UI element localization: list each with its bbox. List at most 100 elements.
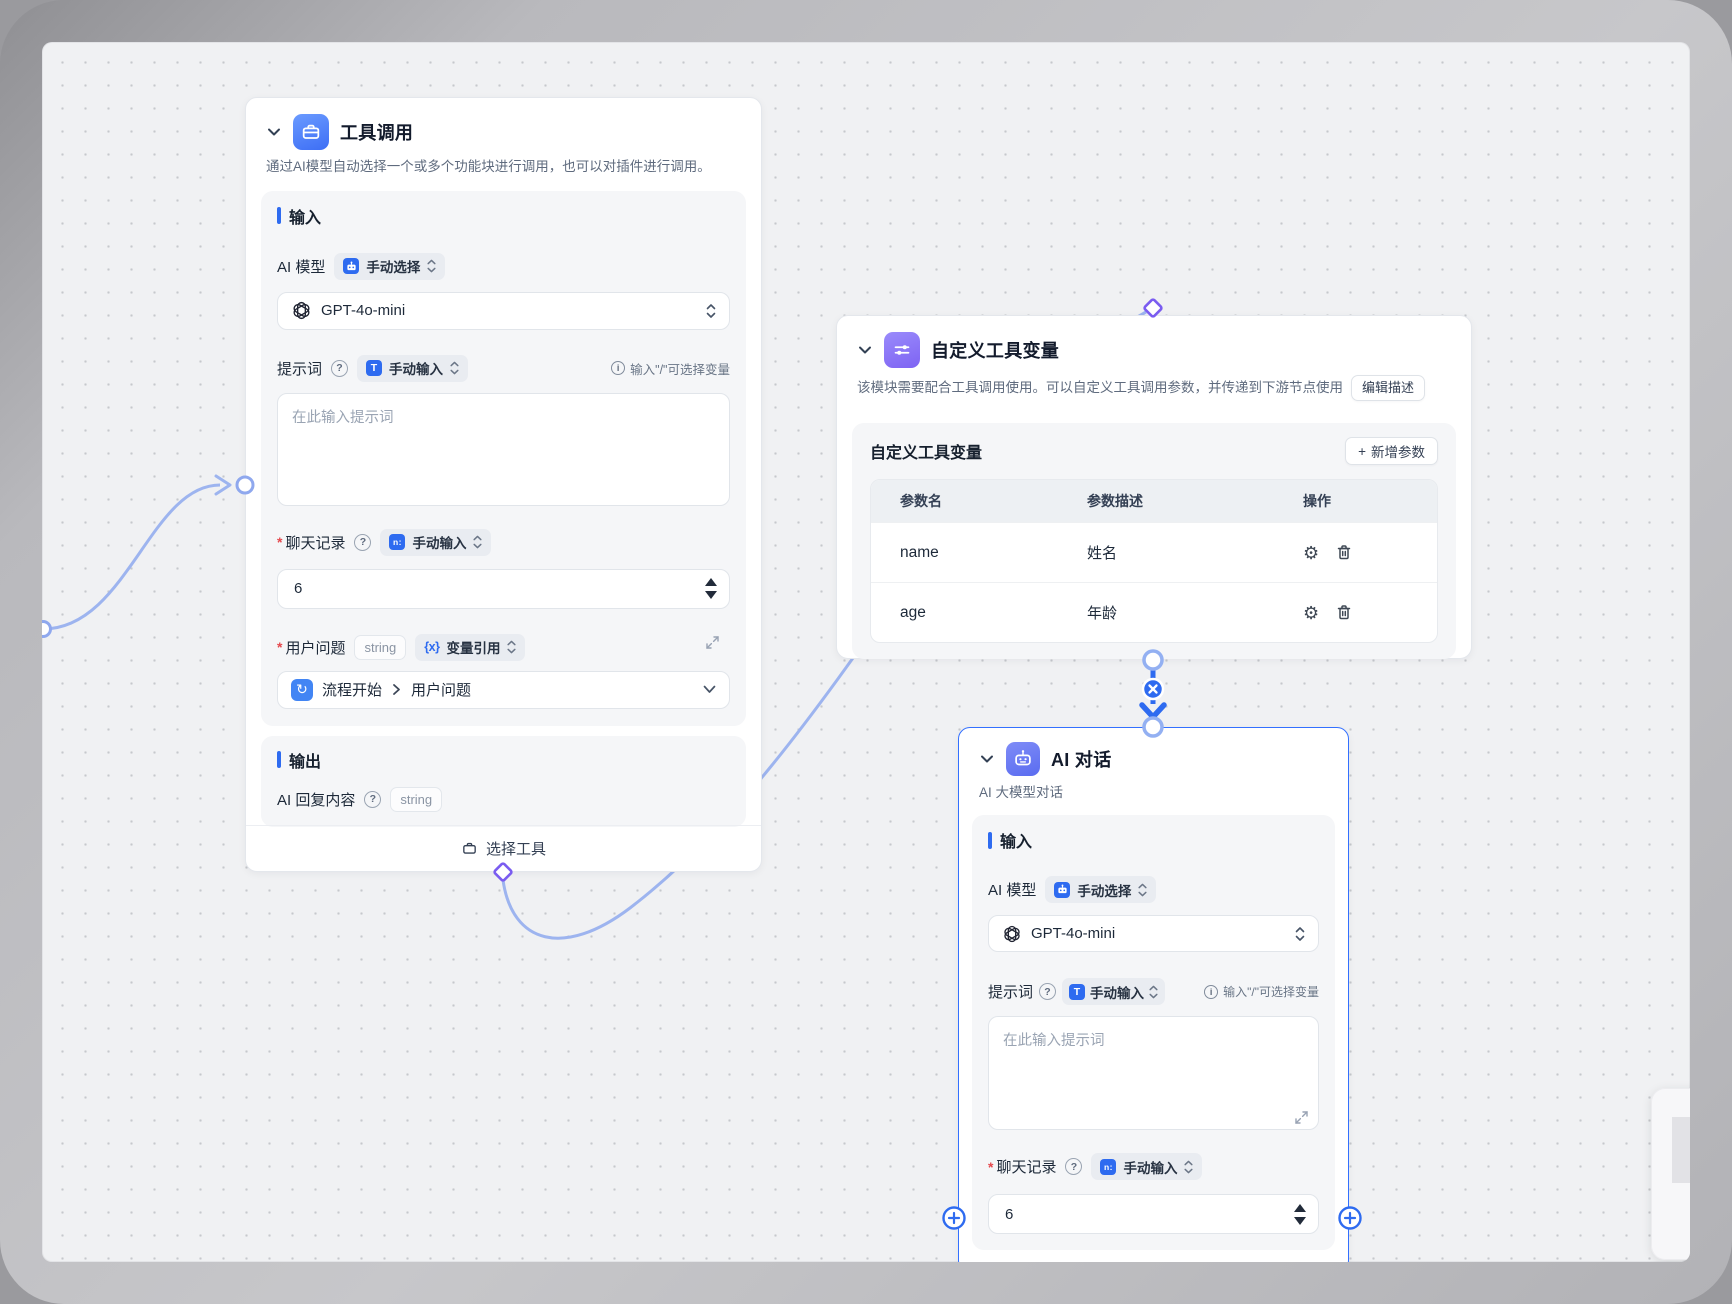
edge-left-to-toolcall [42,483,221,631]
params-table: 参数名 参数描述 操作 name 姓名 ⚙ [870,479,1438,643]
chat-history-mode-label: 手动输入 [1123,1160,1178,1176]
robot-icon [1006,742,1040,776]
prompt-row: 提示词 ? T 手动输入 i 输入"/"可选择变量 [988,978,1319,1005]
table-row: name 姓名 ⚙ [871,522,1437,582]
type-tag: string [390,786,443,812]
variable-select[interactable]: ↻ 流程开始 用户问题 [277,670,730,709]
help-icon[interactable]: ? [364,790,382,808]
chat-history-number [277,568,730,609]
ai-model-mode-badge[interactable]: 手动选择 [1045,876,1157,903]
node-tool-call-header: 工具调用 [246,98,761,150]
node-title: AI 对话 [1051,750,1112,770]
number-input-icon: n: [389,534,406,551]
ai-model-row: AI 模型 手动选择 [988,876,1319,903]
edge-source-handle[interactable] [42,620,52,638]
node-tool-call[interactable]: 工具调用 通过AI模型自动选择一个或多个功能块进行调用，也可以对插件进行调用。 … [245,97,762,872]
node-title: 自定义工具变量 [931,341,1060,361]
variable-hint: i 输入"/"可选择变量 [611,359,730,378]
collapse-chevron-icon[interactable] [266,124,282,140]
step-down-icon[interactable] [705,591,717,600]
minimap[interactable] [1651,1088,1690,1260]
panel-title: 自定义工具变量 [870,445,983,462]
help-icon[interactable]: ? [1039,983,1057,1000]
edit-description-button[interactable]: 编辑描述 [1351,375,1426,401]
chat-history-mode-badge[interactable]: n: 手动输入 [380,528,492,556]
select-tool-button[interactable]: 选择工具 [246,825,761,871]
section-bar [988,831,992,849]
gear-icon[interactable]: ⚙ [1303,602,1320,623]
robot-icon [1054,881,1071,898]
node-subtitle: AI 大模型对话 [979,785,1064,800]
expand-icon[interactable] [706,635,719,654]
info-icon: i [611,361,626,376]
output-section: 输出 AI 回复内容 ? string [261,735,746,827]
prompt-mode-badge[interactable]: T 手动输入 [357,354,469,382]
plus-icon: + [1358,443,1366,459]
chat-history-input[interactable] [280,580,705,598]
step-up-icon[interactable] [1294,1203,1306,1212]
step-down-icon[interactable] [1294,1216,1306,1225]
help-icon[interactable]: ? [331,359,349,377]
edge-arrowhead-icon [214,474,232,496]
node-ai-chat[interactable]: AI 对话 AI 大模型对话 输入 AI 模型 手动选择 [958,727,1349,1262]
help-icon[interactable]: ? [354,533,372,551]
openai-logo-icon [1004,925,1020,942]
disconnect-icon[interactable] [1141,677,1165,701]
trash-icon[interactable] [1336,604,1352,621]
node-custom-vars-header: 自定义工具变量 [837,316,1471,368]
model-select[interactable]: GPT-4o-mini [277,291,730,330]
ai-model-mode-badge[interactable]: 手动选择 [334,252,446,280]
collapse-chevron-icon[interactable] [979,751,995,767]
collapse-chevron-icon[interactable] [857,342,873,358]
select-updown-icon [706,303,716,318]
chat-history-mode-badge[interactable]: n: 手动输入 [1091,1153,1203,1180]
input-section-header: 输入 [988,828,1319,852]
output-section-header: 输出 [277,748,730,772]
updown-caret-icon [1184,1160,1194,1173]
number-stepper[interactable] [705,578,717,600]
user-question-mode-label: 变量引用 [446,641,501,657]
ai-model-row: AI 模型 手动选择 [277,252,730,280]
edge-arrow-chevron-icon [1139,702,1167,720]
step-up-icon[interactable] [705,578,717,587]
trash-icon[interactable] [1336,544,1352,561]
col-param-desc: 参数描述 [1087,493,1143,509]
ai-model-mode-label: 手动选择 [366,260,421,276]
number-stepper[interactable] [1294,1203,1306,1225]
gear-icon[interactable]: ⚙ [1303,542,1320,563]
prompt-textarea[interactable] [988,1016,1319,1130]
updown-caret-icon [507,640,517,654]
help-icon[interactable]: ? [1065,1158,1083,1175]
col-param-name: 参数名 [900,493,942,509]
user-question-mode-badge[interactable]: {x} 变量引用 [415,633,526,661]
chevron-down-icon [703,685,716,693]
prompt-mode-badge[interactable]: T 手动输入 [1062,978,1166,1005]
output-label: AI 回复内容 [277,791,356,809]
workflow-canvas[interactable]: 工具调用 通过AI模型自动选择一个或多个功能块进行调用，也可以对插件进行调用。 … [42,42,1690,1262]
variable-ref-icon: {x} [424,640,440,655]
ai-model-label: AI 模型 [988,882,1037,899]
number-input-icon: n: [1100,1158,1117,1175]
prompt-textarea[interactable] [277,392,730,506]
param-desc: 姓名 [1087,545,1118,562]
add-param-button[interactable]: + 新增参数 [1345,437,1438,465]
node-description: 该模块需要配合工具调用使用。可以自定义工具调用参数，并传递到下游节点使用 [857,380,1343,396]
text-input-icon: T [366,360,383,377]
updown-caret-icon [450,361,459,375]
updown-caret-icon [473,535,483,549]
param-name: name [900,543,939,561]
prompt-label: 提示词 [988,984,1034,1001]
updown-caret-icon [427,259,436,273]
chat-history-input[interactable] [991,1205,1294,1223]
user-question-label: 用户问题 [285,639,346,657]
chat-history-label: 聊天记录 [285,534,346,552]
model-select[interactable]: GPT-4o-mini [988,915,1319,952]
briefcase-icon [293,114,329,150]
node-description: 通过AI模型自动选择一个或多个功能块进行调用，也可以对插件进行调用。 [266,159,711,174]
expand-icon[interactable] [1295,1111,1308,1129]
model-select-value: GPT-4o-mini [1031,925,1116,942]
variable-hint: i 输入"/"可选择变量 [1204,983,1319,1000]
node-custom-vars[interactable]: 自定义工具变量 该模块需要配合工具调用使用。可以自定义工具调用参数，并传递到下游… [836,315,1472,659]
ai-model-label: AI 模型 [277,258,326,276]
